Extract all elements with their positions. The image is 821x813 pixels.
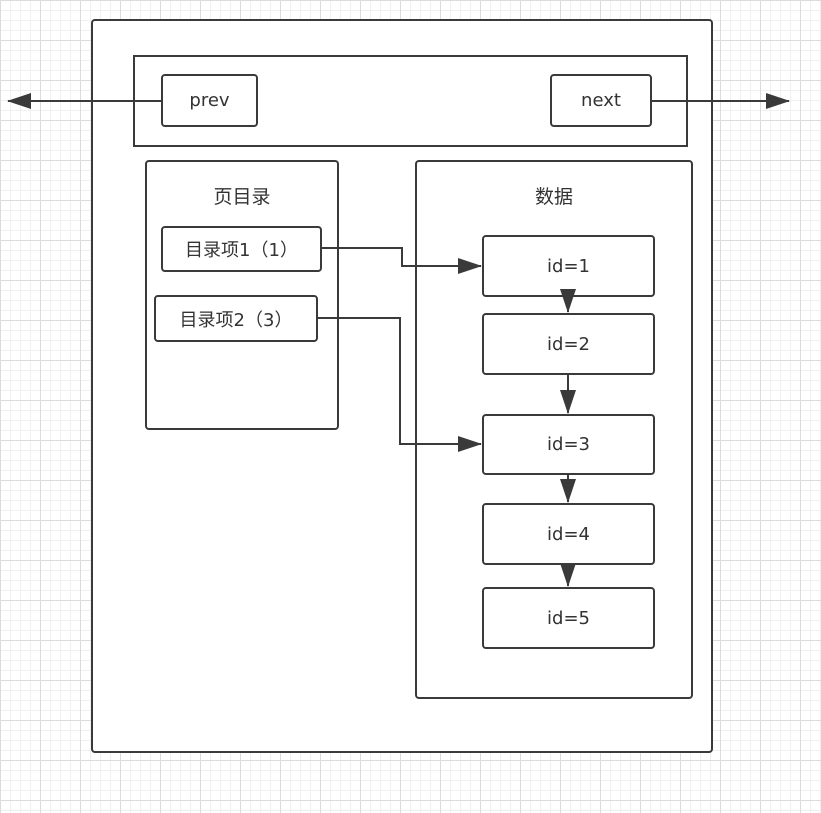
record-id-4: id=4 (482, 503, 655, 565)
page-directory-title: 页目录 (213, 186, 271, 208)
directory-slot-1: 目录项1（1） (161, 226, 322, 272)
next-pointer-box: next (550, 74, 652, 127)
record-id-5: id=5 (482, 587, 655, 649)
data-group-title: 数据 (534, 186, 573, 208)
record-id-2: id=2 (482, 313, 655, 375)
prev-pointer-box: prev (161, 74, 258, 127)
record-id-3: id=3 (482, 414, 655, 475)
record-id-1: id=1 (482, 235, 655, 297)
directory-slot-2: 目录项2（3） (154, 295, 318, 342)
